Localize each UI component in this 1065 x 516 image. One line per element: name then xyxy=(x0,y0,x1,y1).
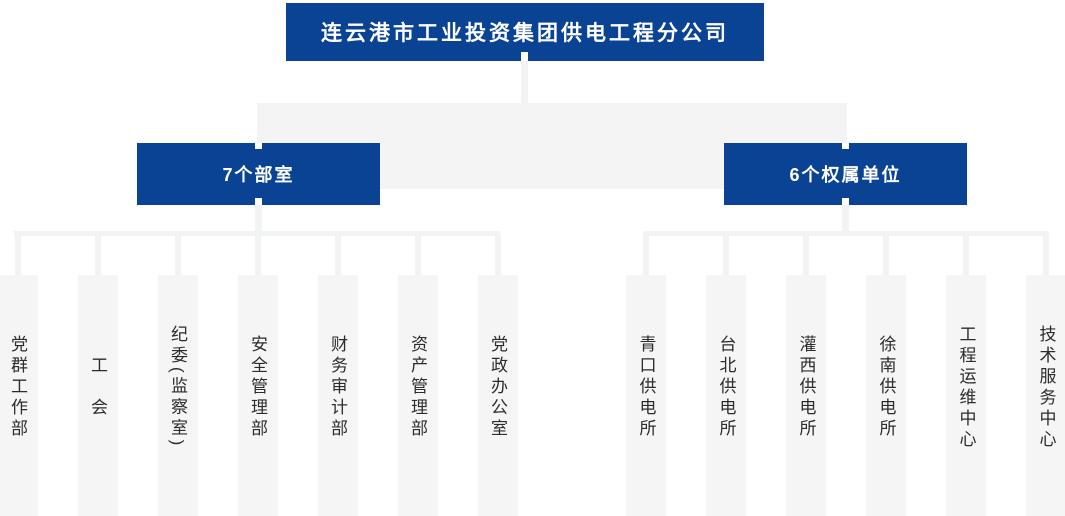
root-org-label: 连云港市工业投资集团供电工程分公司 xyxy=(321,22,729,45)
branch-label-departments: 7个部室 xyxy=(222,165,295,185)
connector-hline-right xyxy=(643,231,1049,236)
connector-dept-stub xyxy=(963,236,969,275)
department-label: 青口供电所 xyxy=(636,335,656,440)
department-box: 青口供电所 xyxy=(626,236,666,516)
department-label: 党政办公室 xyxy=(488,335,507,440)
department-label: 纪委(监察室) xyxy=(168,325,187,450)
department-box: 资产管理部 xyxy=(397,236,438,516)
connector-dept-stub xyxy=(883,236,889,275)
department-box: 党群工作部 xyxy=(0,236,38,516)
connector-branch-stub-left xyxy=(255,205,262,232)
connector-notch xyxy=(255,198,262,205)
department-box: 台北供电所 xyxy=(706,236,746,516)
department-box: 徐南供电所 xyxy=(866,236,906,516)
root-org-box: 连云港市工业投资集团供电工程分公司 xyxy=(286,3,764,61)
department-box: 灌西供电所 xyxy=(786,236,826,516)
connector-dept-stub xyxy=(334,236,341,275)
connector-dept-stub xyxy=(494,236,501,275)
connector-dept-stub xyxy=(414,236,421,275)
connector-notch xyxy=(255,143,262,149)
department-box: 党政办公室 xyxy=(477,236,518,516)
department-box: 技术服务中心 xyxy=(1026,236,1065,516)
connector-dept-stub xyxy=(643,236,649,275)
connector-root-vline xyxy=(521,61,528,104)
connector-notch xyxy=(842,198,849,205)
department-label: 台北供电所 xyxy=(716,335,736,440)
connector-notch xyxy=(521,52,528,61)
department-label: 技术服务中心 xyxy=(1036,324,1056,451)
connector-dept-stub xyxy=(94,236,101,275)
department-label: 党群工作部 xyxy=(8,335,27,440)
connector-dept-stub xyxy=(803,236,809,275)
department-label: 安全管理部 xyxy=(248,335,267,440)
department-box: 工 会 xyxy=(77,236,118,516)
department-label: 灌西供电所 xyxy=(796,335,816,440)
department-box: 纪委(监察室) xyxy=(157,236,198,516)
connector-dept-stub xyxy=(14,236,21,275)
connector-notch xyxy=(842,143,849,149)
connector-dept-stub xyxy=(254,236,261,275)
department-box: 安全管理部 xyxy=(237,236,278,516)
branch-label-subsidiaries: 6个权属单位 xyxy=(789,165,902,185)
department-label: 财务审计部 xyxy=(328,335,347,440)
department-label: 工 会 xyxy=(88,356,107,419)
department-label: 工程运维中心 xyxy=(956,324,976,451)
branch-box-subsidiaries: 6个权属单位 xyxy=(724,143,967,205)
department-label: 资产管理部 xyxy=(408,335,427,440)
connector-dept-stub xyxy=(174,236,181,275)
branch-box-departments: 7个部室 xyxy=(137,143,380,205)
connector-hline-left xyxy=(14,231,500,236)
department-label: 徐南供电所 xyxy=(876,335,896,440)
department-box: 工程运维中心 xyxy=(946,236,986,516)
department-box: 财务审计部 xyxy=(317,236,358,516)
connector-dept-stub xyxy=(723,236,729,275)
connector-branch-stub-right xyxy=(842,205,849,232)
connector-dept-stub xyxy=(1043,236,1049,275)
